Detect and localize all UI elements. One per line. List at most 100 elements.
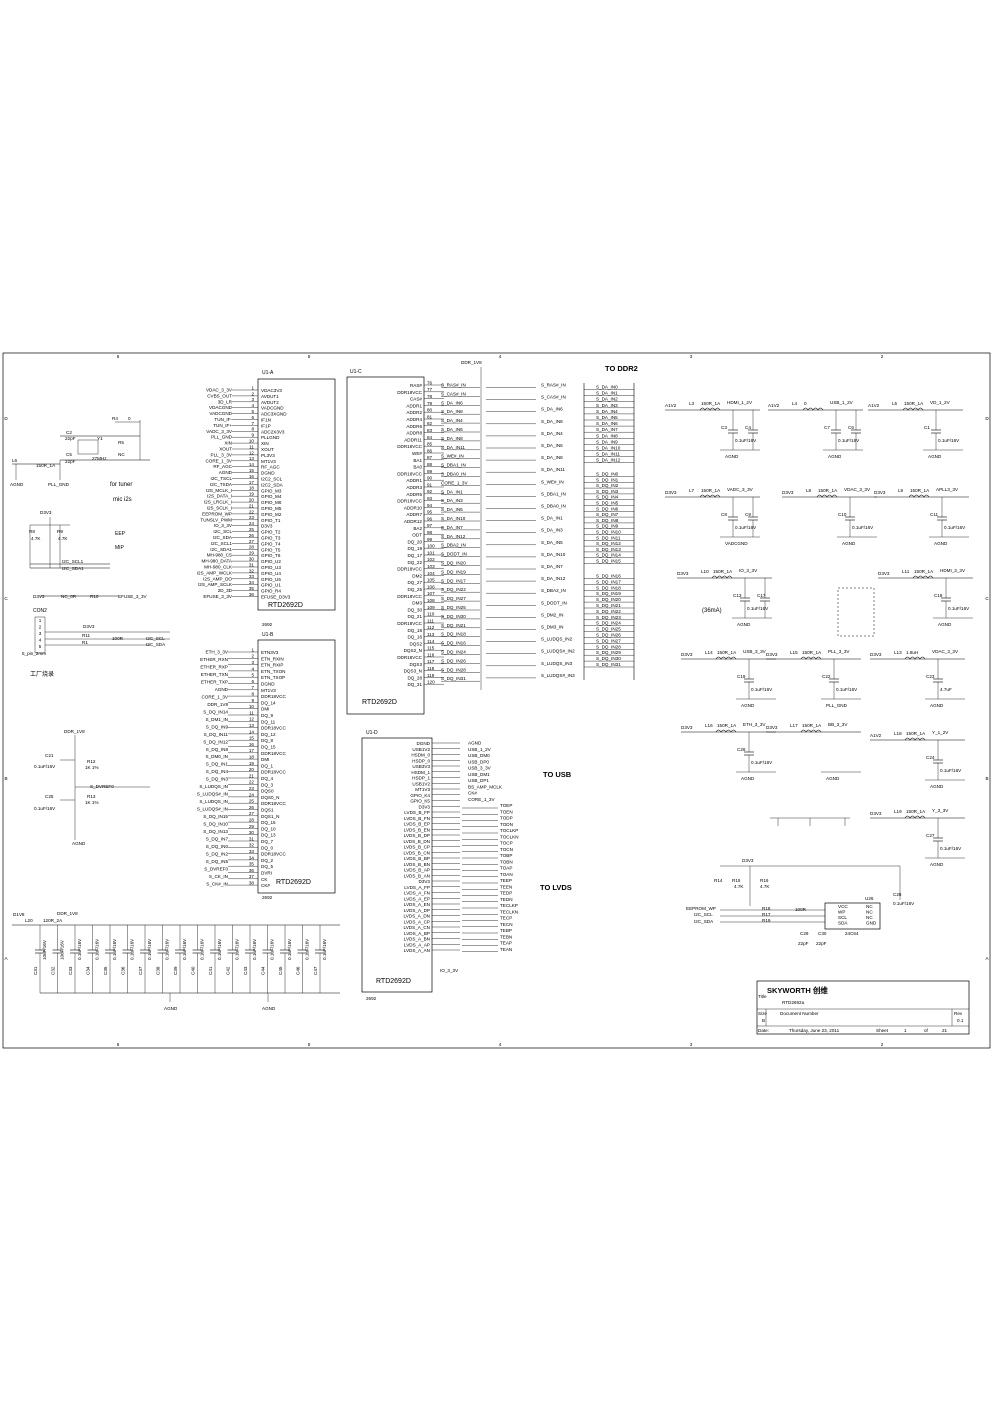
label-to-usb: TO USB [543, 770, 572, 779]
crystal-r5-val: NC [118, 452, 125, 457]
pin-number: 36 [249, 868, 255, 873]
eeprom-pin-right: NC [866, 904, 873, 909]
pin-label: DQS2_N [404, 648, 422, 653]
net-label-left: S_DQ_IN25 [441, 605, 466, 610]
pin-label: GPIO_U4 [261, 571, 281, 576]
net-label: AGND [219, 470, 233, 475]
chip-u1c-body [346, 376, 425, 715]
eeprom-r15: R15 [732, 878, 741, 883]
pin-label: DQ_28 [407, 675, 422, 680]
pin-number: 84 [427, 435, 433, 440]
pin-label: DDR18VCC [261, 751, 286, 756]
eeprom-r16-val: 4.7K [760, 884, 770, 889]
pin-label: USB1V2 [412, 747, 430, 752]
filter-cap: C24 [926, 755, 935, 760]
net-label-left: S_DA_IN8 [441, 436, 463, 441]
pin-label: LVDS_A_FP [404, 885, 430, 890]
bus-net-label: S_DA_IN10 [596, 446, 621, 451]
net-label: AGND [468, 741, 482, 746]
bus-net-label: S_DQ_IN16 [596, 574, 621, 579]
net-label-left: S_DQ_IN26 [441, 658, 466, 663]
bus-net-label: S_DA_IN5 [596, 415, 618, 420]
crystal-r4-val: 0 [128, 416, 131, 421]
pin-label: ADDR1 [406, 403, 422, 408]
pin-number: 26 [249, 533, 255, 538]
pin-label: DDR18VCC [397, 655, 422, 660]
net-label: S_DQ_IN4 [206, 769, 229, 774]
connector-label: 5_pin_2mm [22, 651, 46, 656]
filter-source: D3V3 [870, 652, 882, 657]
bus-net-label: S_DQ_IN9 [596, 524, 619, 529]
pin-label: GPIO_K4 [410, 793, 430, 798]
pin-number: 88 [427, 462, 433, 467]
pin-label: ADDR3 [406, 485, 422, 490]
eeprom-pin-left: WP [838, 910, 845, 915]
net-label: VADCGND [209, 411, 232, 416]
chip-u1d-ref: U1-D [366, 730, 378, 736]
efuse-out: EFUSE_3_3V [118, 594, 148, 599]
pin-number: 29 [249, 551, 255, 556]
net-label-left: S_RAS#_IN [441, 383, 466, 388]
net-label: ETHER_RXN [200, 657, 228, 662]
filter-inductor: L9 [898, 488, 904, 493]
size-value: B [762, 1018, 765, 1023]
filter-output: USB_1_2V [830, 400, 854, 405]
pin-label: DMI [261, 707, 269, 712]
net-label-left: S_DQ_IN24 [441, 650, 466, 655]
connector-supply: D3V3 [83, 624, 95, 629]
date-label: Date: [758, 1028, 769, 1033]
pin-number: 102 [427, 557, 435, 562]
filter-cap2: C4 [745, 425, 751, 430]
pin-number: 15 [249, 468, 255, 473]
pin-label: DM3 [412, 601, 422, 606]
net-label: VDACGND [209, 405, 233, 410]
bus-net-label: S_DQ_IN10 [596, 530, 621, 535]
net-label-left: CORE_1_3V [441, 480, 468, 485]
eeprom-pin-left: SDA [838, 921, 848, 926]
pin-label: LVDS_A_EP [404, 896, 430, 901]
decoupling-capacitor-bank: D1V8 L20 120R_2A DDR_1V8 AGND AGND C3110… [12, 911, 340, 1011]
eeprom-supply: D3V3 [742, 858, 754, 863]
pin-number: 100 [427, 544, 435, 549]
net-label: S_DQ_IN2 [206, 851, 229, 856]
filter-gnd: AGND [930, 862, 944, 867]
net-label: S_DQ_IN0 [206, 844, 229, 849]
pin-label: DQ_10 [261, 826, 276, 831]
crystal-cap1-ref: C2 [66, 430, 72, 435]
net-label: PLL_GND [211, 435, 233, 440]
pin-label: ETN3V3 [261, 650, 279, 655]
connector-ref: CON2 [33, 608, 47, 614]
chip-u1c-ref: U1-C [350, 369, 362, 375]
net-label: TOEP [500, 803, 512, 808]
filter-gnd: AGND [934, 541, 948, 546]
filter-gnd: AGND [741, 703, 755, 708]
pin-label: DQS3 [409, 662, 422, 667]
decap-value: 0.1uF/16V [305, 938, 310, 960]
pin-label: DDR18VCC [397, 499, 422, 504]
decap-ref: C47 [313, 966, 318, 975]
filter-output: IO_3_3V [739, 568, 758, 573]
pin-label: DQS3_N [404, 669, 422, 674]
pin-number: 22 [249, 509, 255, 514]
net-label: TEEN [500, 884, 512, 889]
net-label: USB_3_3V [468, 766, 492, 771]
decap-ref: C33 [68, 966, 73, 975]
bus-net-label: S_DQ_IN8 [596, 518, 619, 523]
pin-label: LVDS_A_FN [404, 891, 430, 896]
net-label: ETHER_TXP [201, 679, 228, 684]
filter-output: BB_3_3V [828, 722, 848, 727]
filter-gnd: AGND [938, 622, 952, 627]
decap-ind: L20 [25, 918, 33, 923]
pin-number: 11 [249, 444, 254, 449]
pin-label: GPIO_T2 [261, 530, 281, 535]
bus-net-label: S_DQ_IN5 [596, 501, 619, 506]
pin-label: VADCGND [261, 406, 284, 411]
bus-net-label: S_DQ_IN22 [596, 609, 621, 614]
pin-label: DQ_25 [407, 587, 422, 592]
pullup-r8: R8 [29, 529, 35, 534]
pin-label: GPIO_T1 [261, 518, 281, 523]
filter-gnd: AGND [930, 703, 944, 708]
pin-label: DGND [261, 682, 275, 687]
